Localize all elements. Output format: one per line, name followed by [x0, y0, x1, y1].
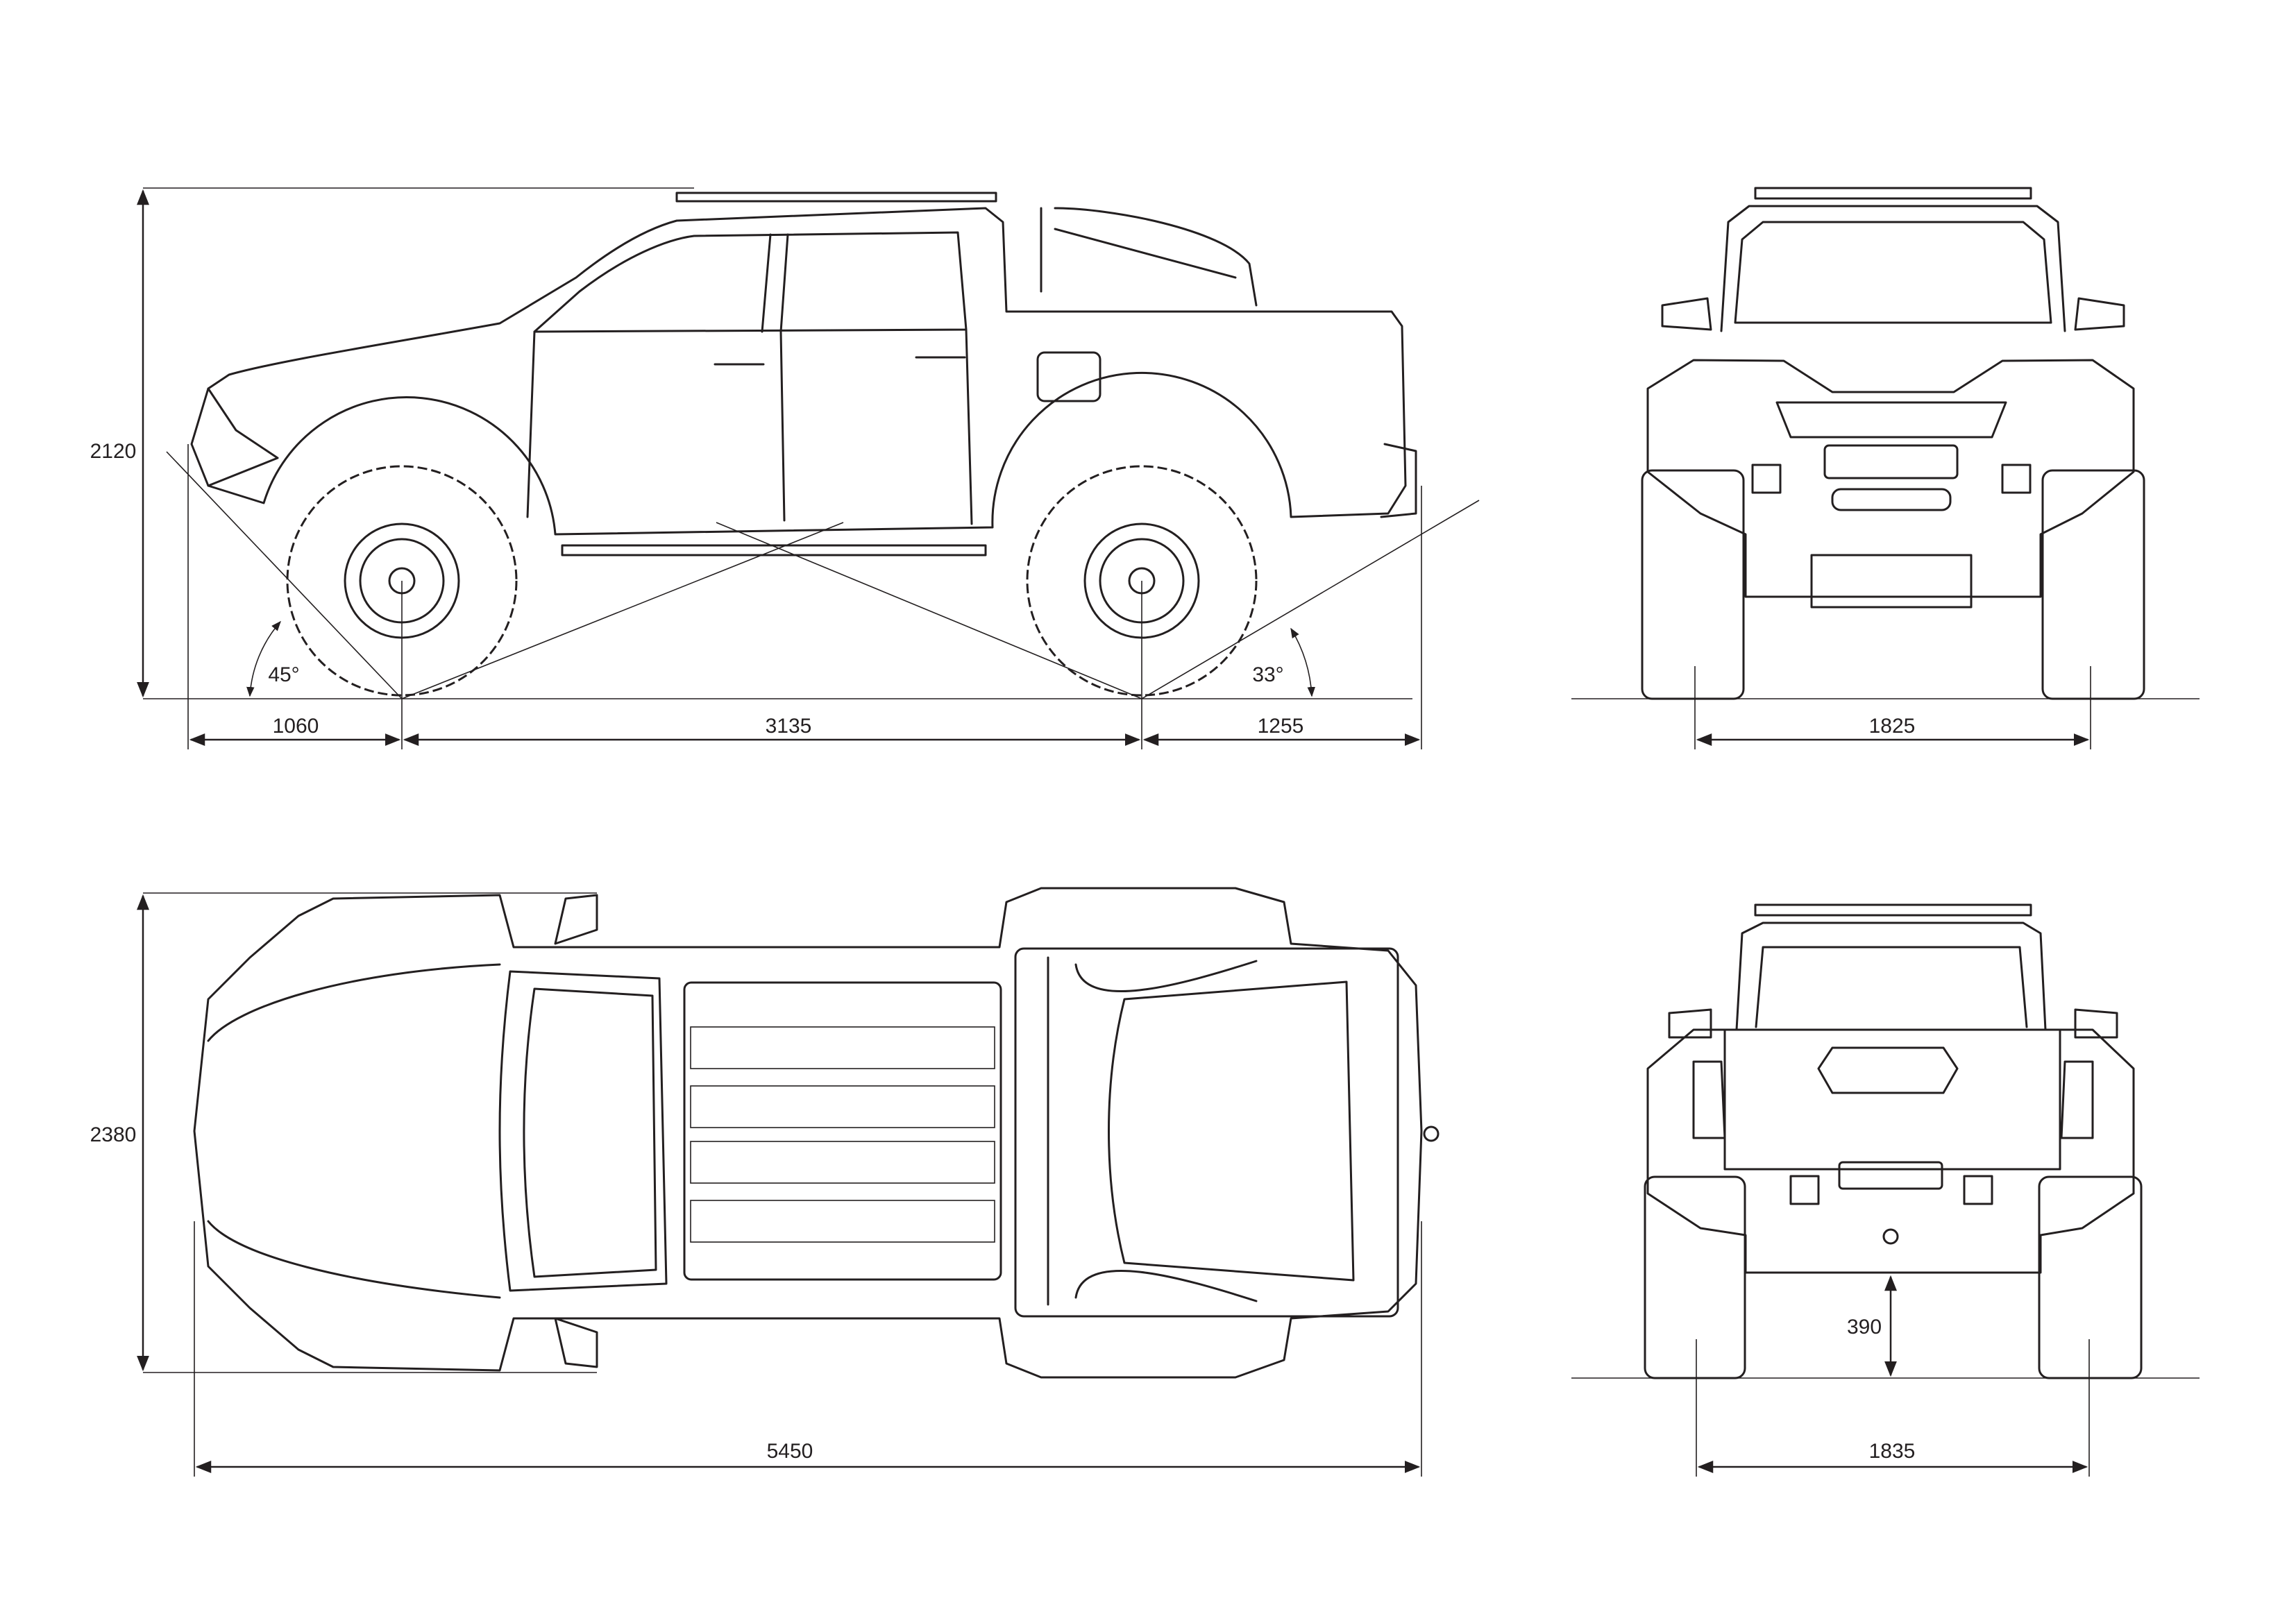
side-body-outline — [190, 207, 1407, 536]
fuel-cap — [1036, 351, 1101, 402]
rear-right-tire — [2038, 1175, 2143, 1379]
front-right-tire — [2041, 469, 2145, 700]
skid-plate — [1810, 554, 1973, 609]
breakover-line-rear — [716, 522, 1142, 699]
tail-lights — [1692, 1060, 2094, 1139]
side-window — [533, 231, 968, 333]
cab-roof-top — [523, 987, 657, 1278]
rear-light-left — [1789, 1175, 1820, 1205]
rear-mirrors — [1668, 1008, 2118, 1039]
length-label: 5450 — [767, 1440, 813, 1463]
side-view: 2120 1060 3135 1255 45° 33° — [90, 187, 1480, 749]
rear-window — [1755, 946, 2028, 1028]
approach-angle-label: 45° — [268, 663, 299, 686]
front-bumper-side — [207, 387, 279, 487]
rear-overhang-label: 1255 — [1258, 715, 1304, 738]
height-label: 2120 — [90, 440, 137, 463]
door-handles — [714, 356, 966, 366]
roof-rack-rear — [1754, 903, 2032, 917]
tailgate — [1723, 1028, 2061, 1171]
front-view: 1825 — [1571, 187, 2200, 749]
roof-rack-side — [675, 192, 997, 203]
b-pillar — [761, 233, 772, 333]
front-left-tire — [1641, 469, 1745, 700]
departure-angle-line — [1141, 500, 1480, 699]
rear-license-plate — [1838, 1161, 1943, 1190]
rear-light-right — [1963, 1175, 1993, 1205]
ground-clearance-label: 390 — [1847, 1316, 1882, 1339]
roof-rack-slats — [690, 1026, 995, 1243]
front-cab-outline — [1720, 205, 2066, 332]
roll-bar-top — [1047, 956, 1258, 1306]
windshield — [1734, 221, 2052, 324]
front-bumper — [1646, 359, 2135, 598]
breakover-line-front — [401, 522, 844, 699]
front-fog-light-left — [1751, 464, 1782, 494]
grille — [1775, 401, 2007, 439]
roof-rack-front — [1754, 187, 2032, 200]
top-view: 2380 5450 — [90, 887, 1440, 1477]
tow-hitch-top — [1423, 1125, 1440, 1142]
wheelbase-label: 3135 — [766, 715, 812, 738]
top-mirrors — [554, 894, 598, 1368]
roll-bar-side — [1040, 207, 1258, 307]
bed-top — [1014, 947, 1399, 1318]
front-overhang-label: 1060 — [273, 715, 319, 738]
rear-view: 390 1835 — [1571, 903, 2200, 1477]
roof-rack-top — [683, 981, 1002, 1281]
approach-angle-line — [166, 451, 403, 699]
tailgate-handle — [1817, 1046, 1959, 1094]
rear-track-label: 1835 — [1869, 1440, 1916, 1463]
bed-floor — [1108, 980, 1355, 1282]
front-license-plate — [1823, 444, 1959, 479]
departure-angle-label: 33° — [1252, 663, 1283, 686]
winch — [1831, 488, 1952, 511]
rear-cab-outline — [1735, 921, 2047, 1031]
hood-lines — [207, 963, 501, 1299]
top-body-outline — [193, 887, 1423, 1379]
front-track-label: 1825 — [1869, 715, 1916, 738]
rear-left-tire — [1644, 1175, 1746, 1379]
rear-body — [1646, 1028, 2135, 1274]
departure-angle-arc — [1290, 627, 1316, 697]
b-pillar-edge — [779, 233, 789, 333]
windshield-top — [498, 970, 668, 1292]
front-fog-light-right — [2001, 464, 2032, 494]
door-lines — [526, 328, 973, 525]
approach-angle-arc — [246, 620, 281, 697]
rear-bumper-side — [1380, 443, 1417, 518]
front-mirrors — [1661, 297, 2125, 331]
tow-hitch-rear — [1882, 1228, 1899, 1245]
side-step — [561, 544, 987, 556]
width-label: 2380 — [90, 1123, 137, 1146]
